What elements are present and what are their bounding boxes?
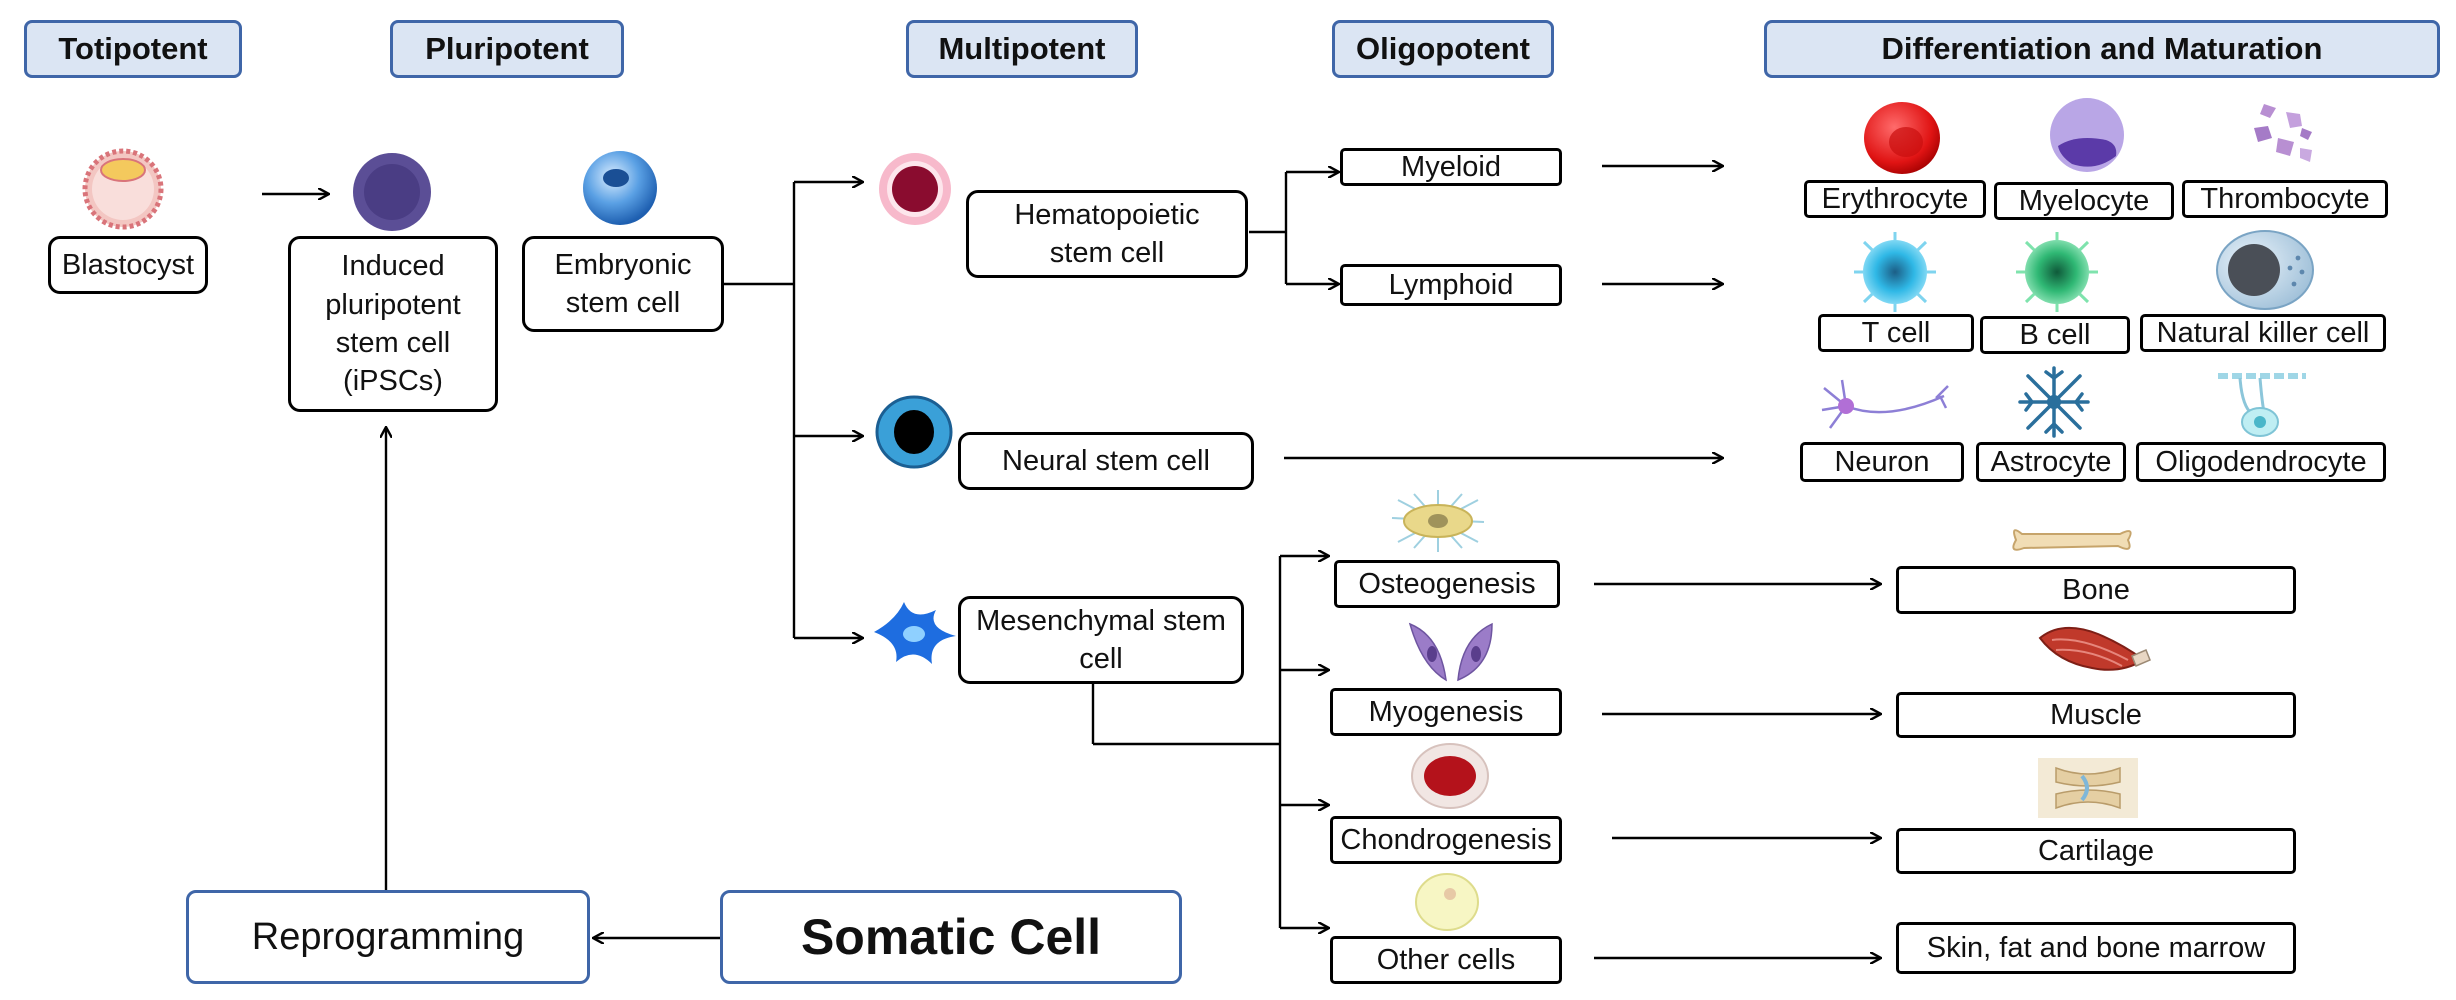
osteogenesis-box: Osteogenesis <box>1334 560 1560 608</box>
b-cell-icon <box>2016 232 2098 312</box>
skin-fat-bone-marrow-box: Skin, fat and bone marrow <box>1896 922 2296 974</box>
t-cell-icon <box>1854 232 1936 312</box>
chondrogenesis-box: Chondrogenesis <box>1330 816 1562 864</box>
muscle-box: Muscle <box>1896 692 2296 738</box>
myeloid-box: Myeloid <box>1340 148 1562 186</box>
neuron-label: Neuron <box>1800 442 1964 482</box>
mesenchymal-stem-cell-icon <box>874 602 956 664</box>
header-pluripotent: Pluripotent <box>390 20 624 78</box>
header-oligopotent: Oligopotent <box>1332 20 1554 78</box>
header-multipotent: Multipotent <box>906 20 1138 78</box>
header-totipotent: Totipotent <box>24 20 242 78</box>
myelocyte-icon <box>2050 98 2124 172</box>
oligodendrocyte-icon <box>2218 373 2306 437</box>
chondrocyte-icon <box>1411 743 1489 809</box>
other-cell-icon <box>1415 873 1479 931</box>
somatic-cell-box: Somatic Cell <box>720 890 1182 984</box>
cartilage-box: Cartilage <box>1896 828 2296 874</box>
neural-stem-cell-box: Neural stem cell <box>958 432 1254 490</box>
bone-icon <box>2012 529 2132 551</box>
embryonic-stem-cell-box: Embryonic stem cell <box>522 236 724 332</box>
b-cell-label: B cell <box>1980 316 2130 354</box>
cartilage-icon <box>2038 758 2138 818</box>
blastocyst-label: Blastocyst <box>48 236 208 294</box>
header-differentiation: Differentiation and Maturation <box>1764 20 2440 78</box>
erythrocyte-label: Erythrocyte <box>1804 180 1986 218</box>
embryonic-stem-cell-icon <box>583 151 657 225</box>
hematopoietic-stem-cell-icon <box>879 153 951 225</box>
bone-box: Bone <box>1896 566 2296 614</box>
myoblast-icon <box>1408 622 1493 682</box>
ipsc-box: Induced pluripotent stem cell (iPSCs) <box>288 236 498 412</box>
astrocyte-label: Astrocyte <box>1976 442 2126 482</box>
neuron-icon <box>1821 379 1949 429</box>
muscle-icon <box>2038 626 2151 671</box>
hematopoietic-stem-cell-box: Hematopoietic stem cell <box>966 190 1248 278</box>
blastocyst-icon <box>82 148 164 230</box>
mesenchymal-stem-cell-box: Mesenchymal stem cell <box>958 596 1244 684</box>
osteoblast-icon <box>1391 490 1485 552</box>
thrombocyte-icon <box>2254 104 2312 162</box>
other-cells-box: Other cells <box>1330 936 1562 984</box>
myelocyte-label: Myelocyte <box>1994 182 2174 220</box>
lymphoid-box: Lymphoid <box>1340 264 1562 306</box>
neural-stem-cell-icon <box>875 395 953 469</box>
reprogramming-box: Reprogramming <box>186 890 590 984</box>
myogenesis-box: Myogenesis <box>1330 688 1562 736</box>
ipsc-icon <box>353 153 431 231</box>
t-cell-label: T cell <box>1818 314 1974 352</box>
natural-killer-cell-icon <box>2216 230 2314 310</box>
natural-killer-cell-label: Natural killer cell <box>2140 314 2386 352</box>
astrocyte-icon <box>2018 366 2090 438</box>
erythrocyte-icon <box>1864 102 1940 174</box>
oligodendrocyte-label: Oligodendrocyte <box>2136 442 2386 482</box>
thrombocyte-label: Thrombocyte <box>2182 180 2388 218</box>
